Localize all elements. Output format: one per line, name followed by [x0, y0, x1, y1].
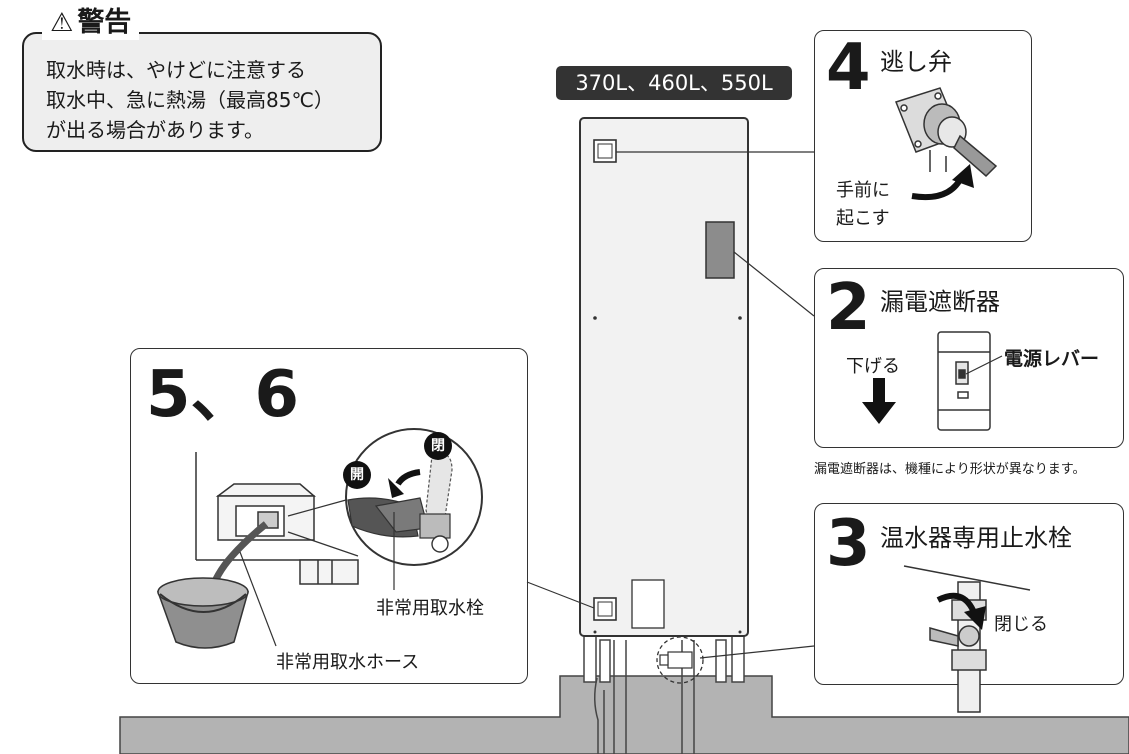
step2-action: 下げる — [846, 356, 900, 377]
warning-line-2: 取水中、急に熱湯（最高85℃） — [46, 88, 334, 112]
warning-line-3: が出る場合があります。 — [46, 118, 264, 142]
bucket — [156, 577, 249, 649]
step3-number: 3 — [826, 507, 871, 581]
emergency-faucet-label: 非常用取水栓 — [376, 598, 484, 619]
step4-number: 4 — [826, 31, 871, 105]
relief-valve-illustration — [895, 87, 998, 178]
step4-action-line2: 起こす — [836, 208, 890, 229]
close-badge — [424, 432, 452, 460]
step3-action: 閉じる — [994, 614, 1048, 635]
close-label: 閉 — [431, 438, 445, 454]
step3-title: 温水器専用止水栓 — [880, 524, 1072, 552]
emergency-tap-illustration — [195, 452, 359, 585]
leader-lines — [526, 151, 815, 659]
warning-title: ⚠ 警告 — [42, 6, 140, 40]
zoom-circle — [345, 428, 483, 566]
stop-valve-highlight — [656, 636, 704, 684]
open-arrow-icon — [395, 469, 421, 486]
step4-title: 逃し弁 — [880, 48, 952, 76]
pipes — [594, 640, 695, 754]
model-capacity-badge: 370L、460L、550L — [556, 66, 792, 100]
step2-number: 2 — [826, 271, 871, 345]
step4-action-line1: 手前に — [836, 180, 890, 201]
step56-number: 5、6 — [146, 358, 300, 432]
step2-title: 漏電遮断器 — [880, 288, 1000, 316]
stop-valve-illustration — [903, 565, 1031, 713]
down-arrow-icon — [862, 378, 896, 424]
warning-line-1: 取水時は、やけどに注意する — [46, 58, 306, 82]
ground — [119, 675, 1129, 754]
warning-triangle-icon: ⚠ — [50, 8, 74, 38]
water-heater-tank — [579, 117, 749, 637]
lever-label: 電源レバー — [1004, 348, 1100, 370]
emergency-hose-label: 非常用取水ホース — [276, 652, 420, 673]
open-badge — [343, 461, 371, 489]
warning-box — [22, 32, 382, 152]
breaker-note: 漏電遮断器は、機種により形状が異なります。 — [814, 462, 1086, 477]
tank-stand — [583, 635, 745, 683]
open-label: 開 — [350, 467, 364, 483]
warning-title-text: 警告 — [77, 7, 132, 38]
breaker-illustration — [937, 331, 991, 431]
